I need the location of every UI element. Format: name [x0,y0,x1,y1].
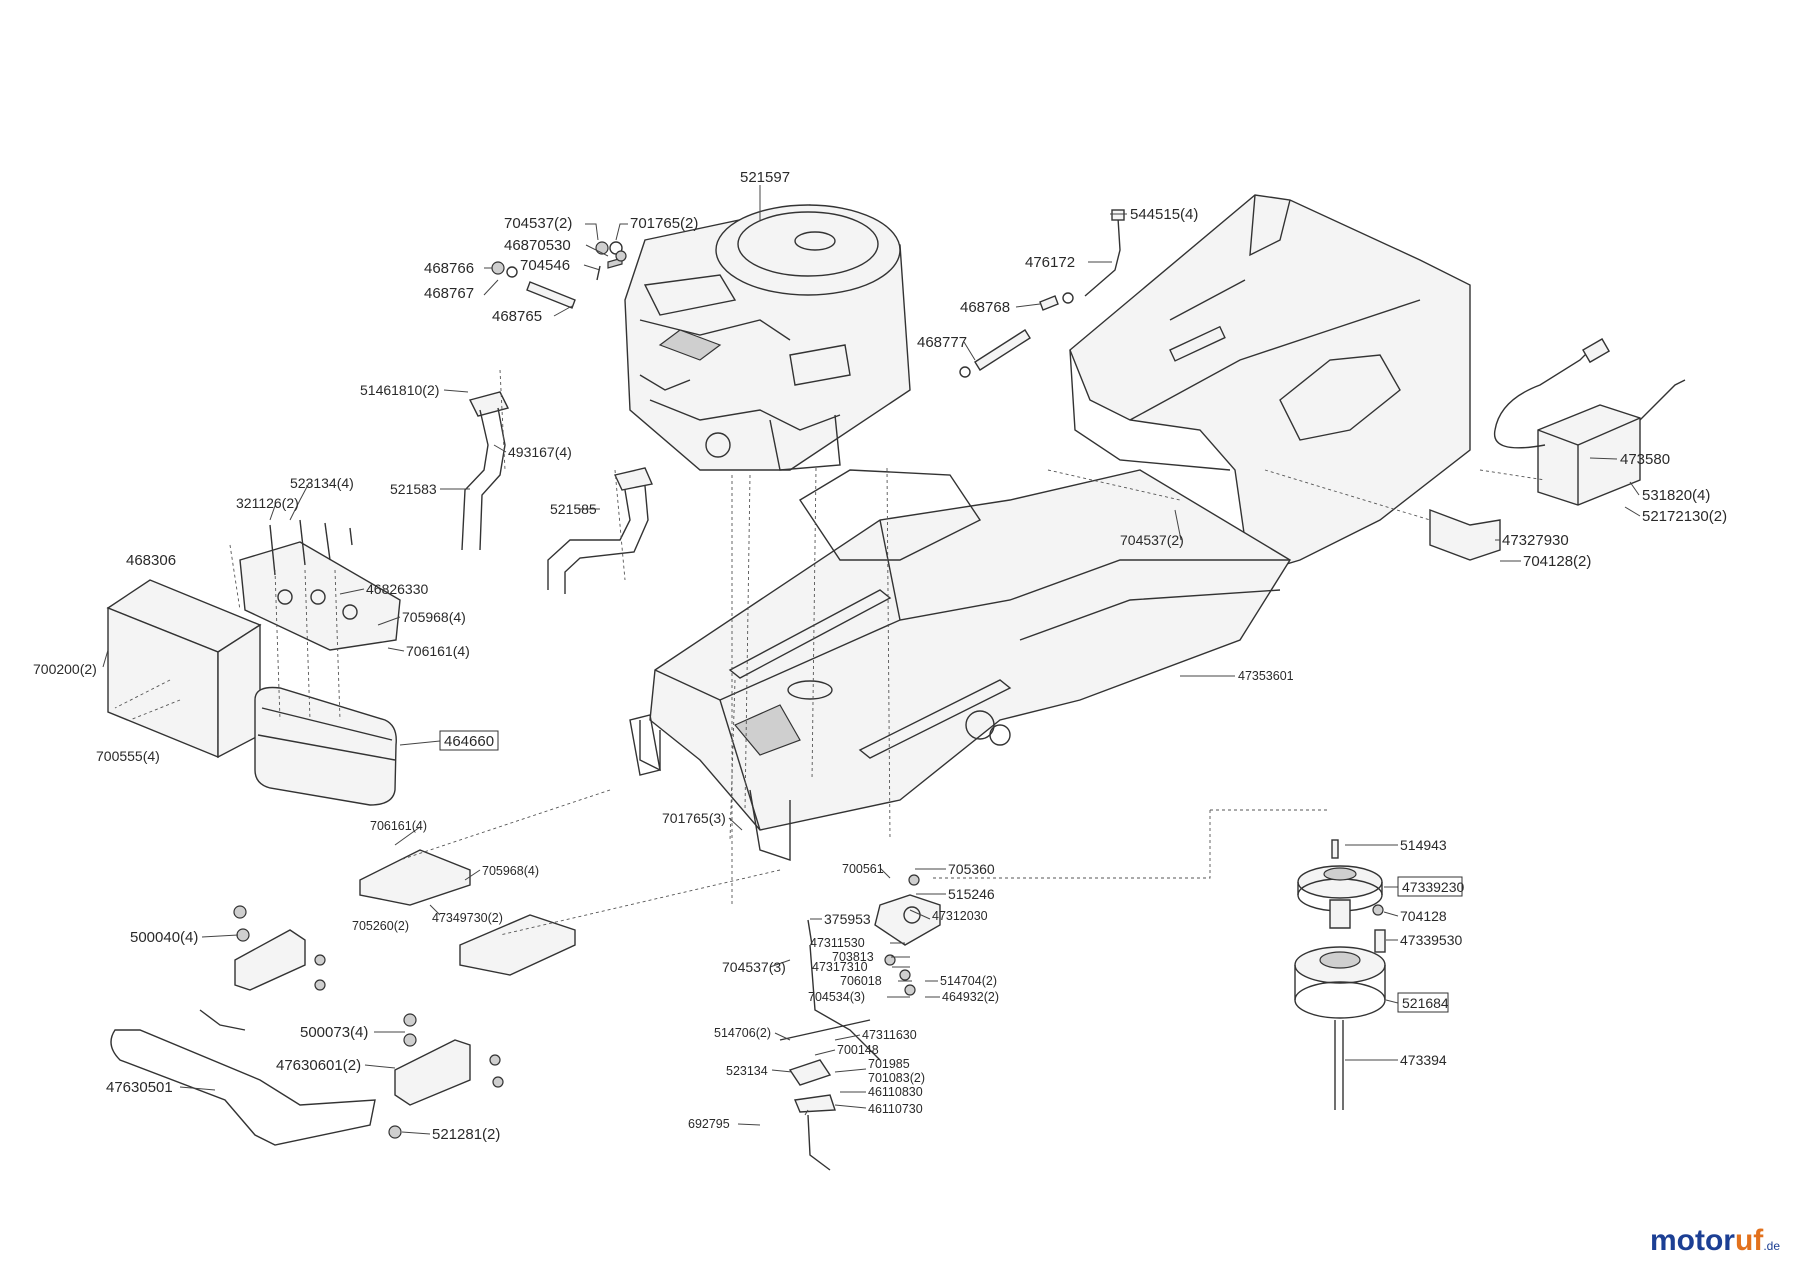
label-464660: 464660 [444,733,494,750]
alignment-lines [114,369,1546,936]
label-476172: 476172 [1025,254,1075,271]
label-500073-4: 500073(4) [300,1024,368,1041]
label-47349730-2: 47349730(2) [432,911,503,925]
label-521583: 521583 [390,481,437,497]
leader-lines [102,185,1641,1135]
label-468768: 468768 [960,299,1010,316]
linkage-group [779,874,941,1171]
fuel-line [959,209,1125,378]
label-705968-4b: 705968(4) [482,864,539,878]
label-515246: 515246 [948,886,995,902]
label-544515-4: 544515(4) [1130,206,1198,223]
label-514943: 514943 [1400,837,1447,853]
label-521585: 521585 [550,501,597,517]
label-52172130-2: 52172130(2) [1642,508,1727,525]
label-468306: 468306 [126,552,176,569]
label-47630501: 47630501 [106,1079,173,1096]
label-521597: 521597 [740,169,790,186]
label-46826330: 46826330 [366,581,429,597]
label-700561: 700561 [842,862,884,876]
label-692795: 692795 [688,1117,730,1131]
label-700148: 700148 [837,1043,879,1057]
brand-part-1: motor [1649,1224,1735,1257]
label-473394: 473394 [1400,1052,1447,1068]
label-321126-2: 321126(2) [236,495,299,511]
label-468767: 468767 [424,285,474,302]
label-500040-4: 500040(4) [130,929,198,946]
label-521281-2: 521281(2) [432,1126,500,1143]
label-700555-4: 700555(4) [96,748,160,764]
label-47312030: 47312030 [932,909,988,923]
chassis-frame [629,194,1471,861]
label-706161-4b: 706161(4) [370,819,427,833]
box-521684 [1397,992,1449,1013]
label-704537-3: 704537(3) [722,959,786,975]
label-468766: 468766 [424,260,474,277]
pulley-clutch [1294,839,1386,1110]
label-47339230: 47339230 [1402,879,1465,895]
label-701765-2: 701765(2) [630,215,698,232]
label-464932-2: 464932(2) [942,990,999,1004]
exhaust-pipes [461,391,653,594]
label-704534-3: 704534(3) [808,990,865,1004]
label-375953: 375953 [824,911,871,927]
brand-part-2: uf [1734,1224,1764,1257]
label-531820-4: 531820(4) [1642,487,1710,504]
label-468777: 468777 [917,334,967,351]
part-labels: 521597 704537(2) 701765(2) 46870530 4687… [33,169,1727,1143]
label-705260-2: 705260(2) [352,919,409,933]
label-706018: 706018 [840,974,882,988]
brand-logo: motoruf.de [1650,1224,1780,1258]
label-704128-2: 704128(2) [1523,553,1591,570]
label-514706-2: 514706(2) [714,1026,771,1040]
box-47339230 [1397,876,1463,897]
label-51461810-2: 51461810(2) [360,382,439,398]
brackets-group [110,849,576,1146]
brand-part-3: .de [1763,1239,1780,1253]
label-47353601: 47353601 [1238,669,1294,683]
label-523134: 523134 [726,1064,768,1078]
label-704537-2b: 704537(2) [1120,532,1184,548]
label-47317310: 47317310 [812,960,868,974]
label-47327930: 47327930 [1502,532,1569,549]
engine-drawing [624,204,911,471]
label-473580: 473580 [1620,451,1670,468]
label-468765: 468765 [492,308,542,325]
box-464660 [439,730,499,751]
label-46110830: 46110830 [868,1085,923,1099]
label-514704-2: 514704(2) [940,974,997,988]
label-703813: 703813 [832,950,874,964]
label-523134-4: 523134(4) [290,475,354,491]
label-521684: 521684 [1402,995,1449,1011]
label-493167-4: 493167(4) [508,444,572,460]
label-47311630: 47311630 [862,1028,917,1042]
label-705360: 705360 [948,861,995,877]
label-47339530: 47339530 [1400,932,1463,948]
label-704537-2: 704537(2) [504,215,572,232]
muffler-group [106,519,401,806]
label-704128: 704128 [1400,908,1447,924]
label-700200-2: 700200(2) [33,661,97,677]
label-701985: 701985 [868,1057,910,1071]
label-706161-4a: 706161(4) [406,643,470,659]
label-701083-2: 701083(2) [868,1071,925,1085]
label-46870530: 46870530 [504,237,571,254]
electric-box [1429,338,1686,561]
label-46110730: 46110730 [868,1102,923,1116]
label-47311530: 47311530 [810,936,865,950]
label-704546: 704546 [520,257,570,274]
label-705968-4a: 705968(4) [402,609,466,625]
label-47630601-2: 47630601(2) [276,1057,361,1074]
engine-hardware [491,241,627,309]
label-701765-3: 701765(3) [662,810,726,826]
